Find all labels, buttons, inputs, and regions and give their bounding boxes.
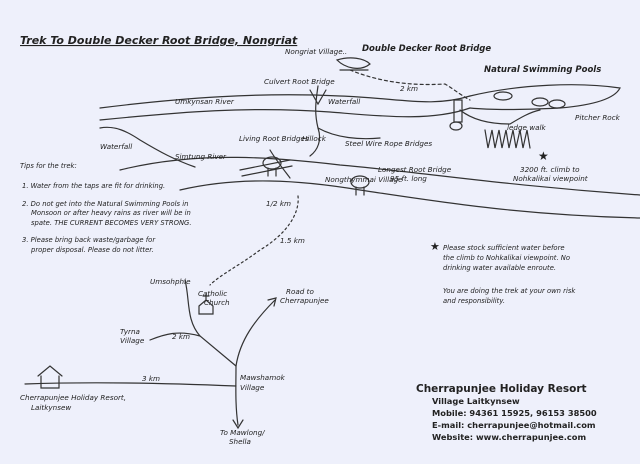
double-decker-bridge-icon: [335, 57, 371, 71]
label-climb-2: Nohkalikai viewpoint: [513, 174, 589, 183]
label-nongriat: Nongriat Village..: [285, 47, 347, 56]
label-longest-len: 95 ft. long: [390, 174, 427, 183]
label-resort: Cherrapunjee Holiday Resort,: [20, 393, 126, 402]
label-church: Church: [204, 298, 230, 307]
living-root-bridge-icon: [262, 156, 282, 177]
label-road-cherra-2: Cherrapunjee: [280, 296, 329, 305]
label-shella: Shella: [229, 437, 251, 446]
ledge-walk-path: [459, 109, 541, 125]
road-arrow-cherra: [267, 297, 277, 307]
label-tyrna: Tyrna: [120, 327, 140, 336]
road-to-cherrapunjee: [235, 299, 276, 367]
road-to-mawlong: [235, 365, 239, 426]
label-2km: 2 km: [172, 332, 190, 341]
resort-house-icon: [37, 365, 63, 389]
waterfall-slope: [99, 126, 196, 168]
tip-2b: Monsoon or after heavy rains as river wi…: [31, 209, 191, 217]
label-ledge-walk: ledge walk: [507, 123, 547, 132]
label-culvert: Culvert Root Bridge: [264, 77, 335, 86]
label-steel-wire: Steel Wire Rope Bridges: [345, 139, 432, 148]
road-resort: [24, 382, 237, 387]
road-tyrna: [149, 332, 201, 341]
tip-3b: proper disposal. Please do not litter.: [30, 246, 154, 254]
label-natural-pools: Natural Swimming Pools: [484, 65, 601, 75]
label-mawlong: To Mawlong/: [220, 428, 266, 437]
simtung-rope-bridge: [239, 159, 293, 177]
note-star-1: Please stock sufficient water before: [443, 244, 565, 252]
label-2km-top: 2 km: [400, 84, 418, 93]
culvert-bridge-icon: [309, 89, 327, 106]
trail-nongriat-hillock: [309, 85, 321, 157]
footer-mobile: Mobile: 94361 15925, 96153 38500: [432, 408, 597, 418]
label-hillock: Hillock: [302, 134, 327, 143]
note-star-3: drinking water available enroute.: [443, 264, 556, 272]
label-waterfall-left: Waterfall: [100, 142, 132, 151]
climb-zigzag: [484, 129, 531, 149]
label-3km: 3 km: [142, 374, 160, 383]
note-star-icon: ★: [430, 240, 440, 253]
trail-to-pools: [349, 69, 471, 101]
note-risk-2: and responsibility.: [443, 297, 505, 305]
trail-hillock-steel: [317, 127, 381, 140]
label-living-root: Living Root Bridges: [239, 134, 309, 143]
footer-name: Cherrapunjee Holiday Resort: [416, 383, 587, 395]
pool-1: [531, 97, 549, 107]
pool-2: [548, 99, 566, 109]
label-climb: 3200 ft. climb to: [520, 165, 580, 174]
tip-3a: 3. Please bring back waste/garbage for: [22, 236, 156, 244]
label-umkynsan: Umkynsan River: [175, 97, 235, 106]
label-resort-2: Laitkynsew: [31, 403, 71, 412]
tip-1: 1. Water from the taps are fit for drink…: [22, 182, 165, 190]
umkynsan-river-lower: [99, 107, 471, 121]
waterfall-tree-icon: [449, 121, 463, 131]
label-umsohphie: Umsohphie: [150, 277, 191, 286]
label-double-decker: Double Decker Root Bridge: [362, 44, 491, 54]
tip-2c: spate. THE CURRENT BECOMES VERY STRONG.: [31, 219, 191, 227]
natural-pools-outline: [469, 84, 621, 111]
longest-root-bridge-icon: [350, 175, 370, 196]
pool-3: [493, 91, 513, 101]
label-tyrna-2: Village: [120, 336, 145, 345]
tip-2a: 2. Do not get into the Natural Swimming …: [22, 200, 188, 208]
note-star-2: the climb to Nohkalikai viewpoint. No: [443, 254, 570, 262]
footer-village: Village Laitkynsew: [432, 396, 520, 406]
label-mawshamok: Mawshamok: [240, 373, 286, 382]
label-catholic: Catholic: [198, 289, 227, 298]
trail-nongthymmai-down: [209, 195, 299, 286]
label-waterfall-top: Waterfall: [328, 97, 360, 106]
map-title: Trek To Double Decker Root Bridge, Nongr…: [20, 34, 298, 47]
footer-email: E-mail: cherrapunjee@hotmail.com: [432, 420, 596, 430]
label-half-km: 1/2 km: [266, 199, 291, 208]
church-icon: [198, 293, 214, 315]
label-longest-root: Longest Root Bridge: [378, 165, 452, 174]
label-road-cherra: Road to: [286, 287, 314, 296]
simtung-river-upper: [119, 156, 640, 196]
climb-star-icon: ★: [538, 149, 549, 163]
label-1-5km: 1.5 km: [280, 236, 305, 245]
umkynsan-river-upper: [99, 94, 471, 109]
footer-website: Website: www.cherrapunjee.com: [432, 432, 586, 442]
label-nongthymmai: Nongthymmai Village: [325, 175, 403, 184]
road-arrow-mawlong: [232, 419, 244, 430]
steel-bridge-icon: [453, 99, 463, 123]
label-mawshamok-2: Village: [240, 383, 265, 392]
note-risk-1: You are doing the trek at your own risk: [443, 287, 576, 295]
label-simtung: Simtung River: [175, 152, 227, 161]
tips-heading: Tips for the trek:: [20, 162, 77, 170]
simtung-river-lower: [179, 180, 640, 219]
label-pitcher-rock: Pitcher Rock: [575, 113, 621, 122]
